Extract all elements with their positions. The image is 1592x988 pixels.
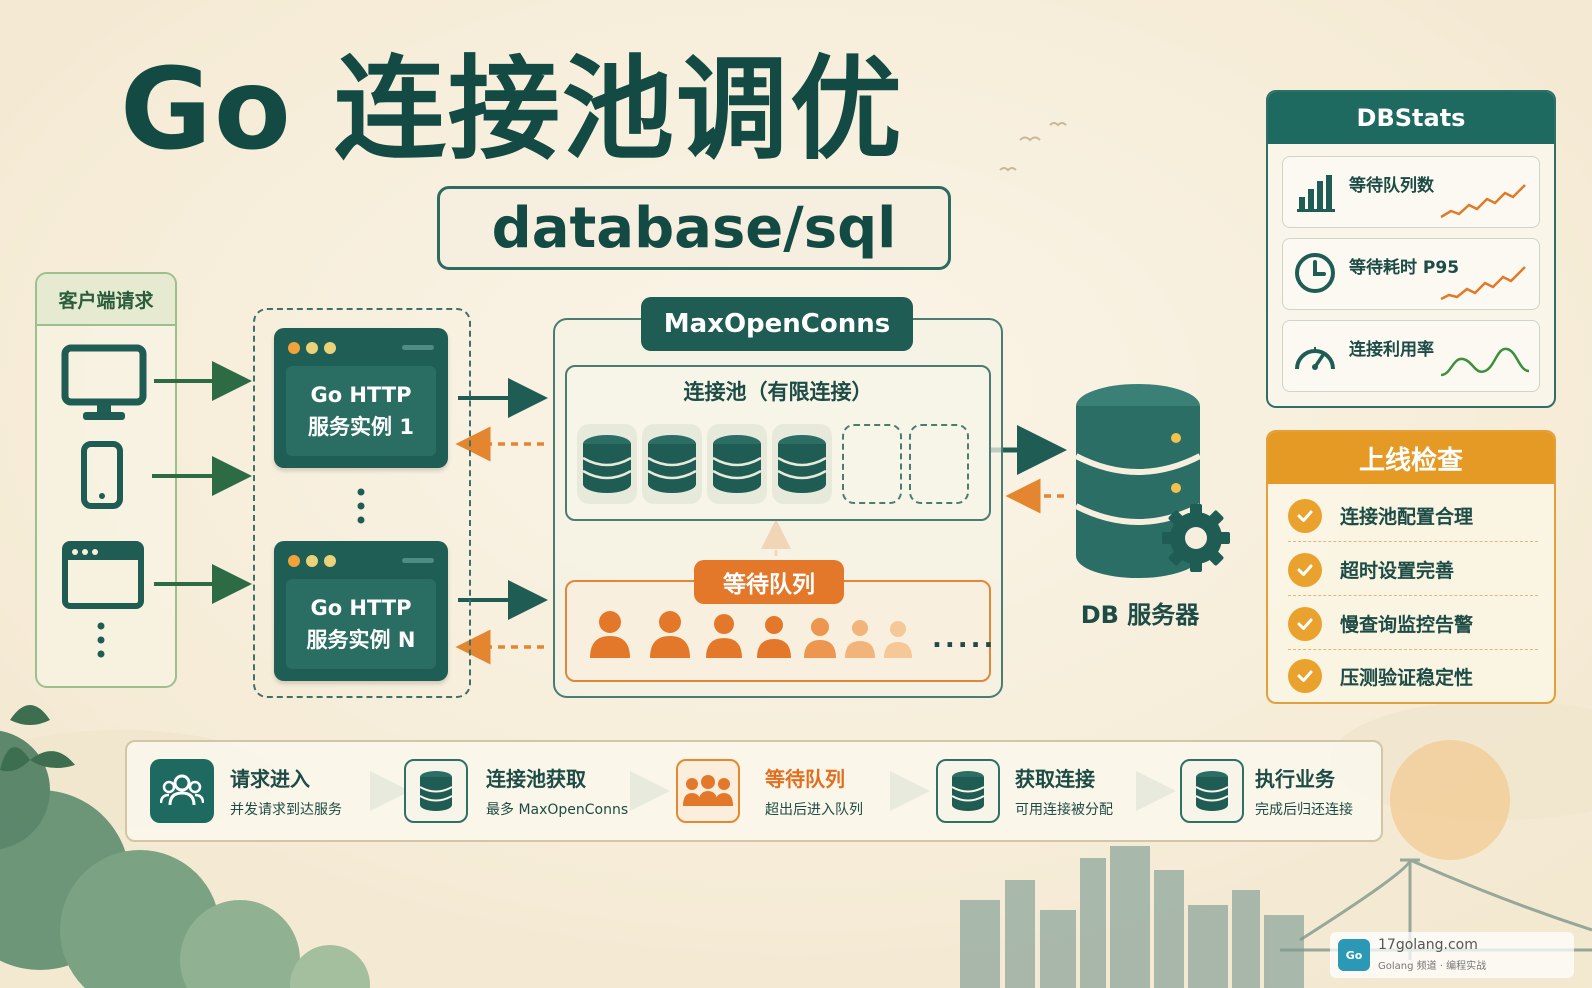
database-icon [712,435,762,493]
empty-connection-slot [909,424,969,504]
checklist-item-label: 压测验证稳定性 [1340,666,1474,689]
http-instance-card: Go HTTP 服务实例 N [274,541,448,681]
person-icon [706,614,742,658]
monitor-icon [61,344,147,420]
check-icon [1288,552,1322,587]
checklist-item: 连接池配置合理 [1288,490,1538,542]
database-icon [582,435,632,493]
http-instance-line1: Go HTTP [310,383,412,407]
client-panel: 客户端请求 [35,272,177,688]
database-icon [404,759,468,823]
flow-step-desc: 并发请求到达服务 [230,802,342,818]
checklist-item-label: 连接池配置合理 [1340,506,1474,528]
trend-sparkline [1440,184,1526,219]
database-server-icon [1074,384,1230,578]
http-instance-group [253,308,471,698]
http-instance-line2: 服务实例 1 [308,415,414,439]
window-bar [402,558,434,563]
window-dot [306,555,318,567]
database-icon [1180,759,1244,823]
window-dot [324,555,336,567]
window-dot [306,342,318,354]
queue-people-icon [676,759,740,823]
checklist-item-label: 超时设置完善 [1340,560,1455,582]
http-instance-card: Go HTTP 服务实例 1 [274,328,448,468]
wait-queue-badge: 等待队列 [694,560,844,604]
person-icon [650,611,690,658]
checklist-item: 压测验证稳定性 [1288,650,1538,702]
person-icon [757,616,791,658]
checklist-item-label: 慢查询监控告警 [1340,614,1474,636]
flow-step-desc: 完成后归还连接 [1255,802,1353,818]
process-flow-strip [125,740,1383,842]
go-logo-icon: Go [1338,939,1370,971]
database-server-label: DB 服务器 [1080,601,1200,629]
check-icon [1288,606,1322,641]
window-dot [324,342,336,354]
clock-icon [1295,253,1335,293]
page-title: Go 连接池调优 [120,45,904,175]
watermark-site: 17golang.com [1378,937,1478,953]
flow-step-desc: 超出后进入队列 [765,802,863,818]
queue-more: ..... [932,624,997,654]
person-icon [884,621,912,658]
wave-sparkline [1440,347,1530,377]
stat-label: 等待队列数 [1349,176,1434,196]
person-icon [590,611,630,658]
check-icon [1288,498,1322,533]
queue-people [590,611,912,658]
more-instances-dots [357,488,365,524]
connection-slot [707,424,767,504]
connection-pool-label: 连接池（有限连接） [683,380,873,404]
http-instance-label: Go HTTP 服务实例 N [286,579,436,669]
client-panel-title: 客户端请求 [37,274,175,326]
flow-step-title: 等待队列 [765,767,845,791]
stat-label: 等待耗时 P95 [1349,258,1460,278]
window-bar [402,345,434,350]
checklist-title: 上线检查 [1268,432,1554,484]
stat-card: 连接利用率 [1282,320,1540,392]
checklist-item: 慢查询监控告警 [1288,598,1538,650]
person-icon [845,620,875,658]
users-icon [150,759,214,823]
stat-label: 连接利用率 [1349,340,1434,360]
stat-card: 等待耗时 P95 [1282,238,1540,310]
bar-chart-icon [1297,175,1335,212]
connection-slot [772,424,832,504]
phone-icon [81,441,123,509]
flow-step-title: 连接池获取 [486,767,586,791]
database-icon [647,435,697,493]
window-dot [288,555,300,567]
database-icon [777,435,827,493]
dbstats-panel: DBStats 等待队列数 等待耗时 P95 [1266,90,1556,408]
check-icon [1288,659,1322,693]
http-instance-line2: 服务实例 N [306,628,416,652]
database-icon [936,759,1000,823]
http-instance-label: Go HTTP 服务实例 1 [286,366,436,456]
watermark-subtitle: Golang 频道 · 编程实战 [1378,961,1487,972]
checklist-item: 超时设置完善 [1288,544,1538,596]
stat-card: 等待队列数 [1282,156,1540,228]
gauge-icon [1295,347,1335,370]
dbstats-title: DBStats [1268,92,1554,144]
flow-step-title: 请求进入 [230,767,310,791]
flow-step-desc: 最多 MaxOpenConns [486,802,629,818]
connection-slot [577,424,637,504]
subtitle-badge: database/sql [437,186,951,270]
trend-sparkline [1440,266,1526,301]
flow-step-desc: 可用连接被分配 [1015,802,1113,818]
browser-icon [62,541,144,609]
max-open-conns-badge: MaxOpenConns [641,297,913,351]
person-icon [804,618,836,658]
launch-checklist-panel: 上线检查 连接池配置合理 超时设置完善 慢查询监控告警 压测验证稳定性 [1266,430,1556,704]
window-dot [288,342,300,354]
empty-connection-slot [842,424,902,504]
gear-icon [1162,504,1230,572]
http-instance-line1: Go HTTP [310,596,412,620]
more-clients-dots [97,622,105,658]
connection-slot [642,424,702,504]
flow-step-title: 获取连接 [1015,767,1095,791]
site-watermark[interactable]: Go 17golang.com Golang 频道 · 编程实战 [1330,932,1574,978]
flow-step-title: 执行业务 [1255,767,1335,791]
